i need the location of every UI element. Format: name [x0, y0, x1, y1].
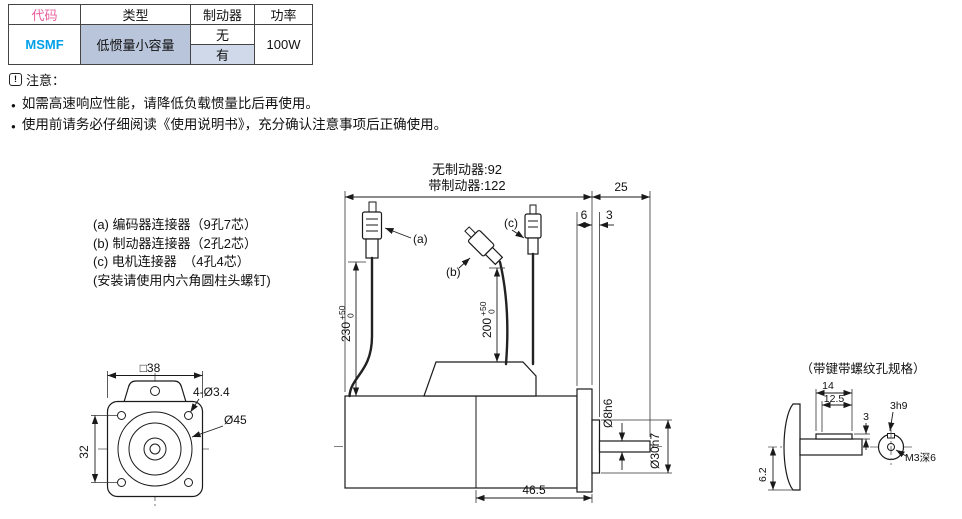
- dim-key-3: 3: [863, 411, 869, 423]
- dim-6-2: 6.2: [757, 467, 769, 482]
- legend-line-mount: (安装请使用内六角圆柱头螺钉): [93, 272, 271, 288]
- cable-c-tol-plus: +50: [478, 301, 488, 316]
- dim-cable-c-length: 200 +50 0: [478, 301, 497, 338]
- motor-connector-c: [524, 204, 542, 255]
- spec-table: 代码 类型 制动器 功率 MSMF 低惯量小容量 无 100W 有: [8, 4, 313, 65]
- cable-c-length: 200: [480, 318, 494, 338]
- end-bell: [783, 403, 801, 491]
- encoder-connector-a: [361, 201, 383, 259]
- connector-housing: [423, 361, 537, 397]
- bullet-icon: ●: [11, 101, 16, 110]
- col-header-power: 功率: [254, 4, 313, 25]
- col-header-type: 类型: [80, 4, 191, 25]
- cell-type: 低惯量小容量: [80, 24, 191, 65]
- dim-25: 25: [614, 180, 628, 194]
- front-view: □38 32 4-Ø3.4 Ø45: [77, 361, 247, 508]
- label-c: (c): [504, 216, 518, 230]
- length-no-brake: 无制动器:92: [431, 162, 503, 177]
- dim-bolt-holes: 4-Ø3.4: [193, 385, 230, 399]
- note-item: ● 如需高速响应性能，请降低负载惯量比后再使用。: [9, 94, 447, 115]
- bolt-hole: [184, 411, 193, 420]
- cell-power: 100W: [254, 24, 313, 65]
- tap-hole: [887, 443, 895, 451]
- flange-pilot: [591, 419, 601, 474]
- cable-a-tol-plus: +50: [337, 305, 347, 320]
- notes-title-text: 注意：: [26, 73, 66, 88]
- cable-b: [498, 260, 509, 366]
- connector-legend: (a) 编码器连接器（9孔7芯） (b) 制动器连接器（2孔2芯） (c) 电机…: [93, 216, 271, 290]
- notes-title: ! 注意：: [9, 70, 447, 89]
- dim-14: 14: [822, 380, 834, 392]
- shaft-center-circle: [149, 443, 161, 455]
- cell-brake-none: 无: [190, 24, 255, 45]
- cable-a: [348, 256, 374, 398]
- shaft-circle: [143, 437, 167, 461]
- dim-tap: M3深6: [905, 452, 936, 464]
- label-a: (a): [413, 232, 428, 246]
- dim-key-3h9: 3h9: [890, 400, 908, 412]
- boss-screw-hole: [150, 386, 160, 396]
- table-row: 有: [9, 44, 313, 65]
- shaft-key: [815, 433, 853, 440]
- legend-line-b: (b) 制动器连接器（2孔2芯）: [93, 235, 257, 251]
- pilot-circle: [128, 422, 182, 476]
- table-header-row: 代码 类型 制动器 功率: [8, 4, 313, 25]
- length-with-brake: 带制动器:122: [428, 178, 506, 193]
- note-item: ● 使用前请务必仔细阅读《使用说明书》，充分确认注意事项后正确使用。: [9, 115, 447, 136]
- dim-3: 3: [606, 208, 613, 222]
- dim-flange-circle: Ø45: [224, 413, 247, 427]
- dim-pilot-dia: Ø30h7: [648, 433, 662, 469]
- brake-connector-b: [464, 226, 504, 266]
- dim-square-38: □38: [140, 361, 161, 375]
- col-header-brake: 制动器: [190, 4, 255, 25]
- table-row: MSMF 低惯量小容量 无 100W: [8, 24, 313, 65]
- front-flange-square: [106, 400, 204, 498]
- cell-code: MSMF: [8, 24, 81, 65]
- dim-32: 32: [77, 445, 91, 459]
- legend-line-c: (c) 电机连接器 （4孔4芯）: [93, 254, 250, 269]
- motor-flange: [576, 388, 593, 493]
- label-b: (b): [446, 265, 461, 279]
- notes-list: ● 如需高速响应性能，请降低负载惯量比后再使用。 ● 使用前请务必仔细阅读《使用…: [9, 94, 447, 136]
- cable-a-tol-zero: 0: [346, 313, 356, 318]
- col-header-code: 代码: [8, 4, 81, 25]
- warning-icon: !: [9, 73, 22, 86]
- dim-6: 6: [581, 208, 588, 222]
- length-labels: 无制动器:92 带制动器:122: [392, 162, 542, 194]
- cell-brake-with: 有: [190, 44, 255, 65]
- shaft-detail-title: （带键带螺纹孔规格）: [800, 362, 926, 376]
- bolt-hole: [184, 478, 193, 487]
- shaft-side: [799, 438, 863, 456]
- side-view: (a) (b) (c) 25 6 3 230: [334, 180, 672, 503]
- note-item-text: 如需高速响应性能，请降低负载惯量比后再使用。: [21, 96, 319, 111]
- shaft-detail-view: 14 12.5 3 3h9 M3深6 6.2: [757, 380, 936, 491]
- notes-section: ! 注意： ● 如需高速响应性能，请降低负载惯量比后再使用。 ● 使用前请务必仔…: [9, 70, 447, 136]
- dim-12-5: 12.5: [824, 393, 845, 405]
- motor-body: [344, 395, 578, 489]
- dim-46-5: 46.5: [522, 483, 546, 497]
- flange-circle: [117, 411, 193, 487]
- bullet-icon: ●: [11, 122, 16, 131]
- dim-shaft-dia: Ø8h6: [601, 398, 615, 428]
- dim-cable-a-length: 230 +50 0: [337, 305, 356, 342]
- motor-shaft: [598, 440, 651, 453]
- note-item-text: 使用前请务必仔细阅读《使用说明书》，充分确认注意事项后正确使用。: [21, 117, 448, 132]
- cable-a-length: 230: [339, 322, 353, 342]
- legend-line-a: (a) 编码器连接器（9孔7芯）: [93, 217, 257, 232]
- cable-c-tol-zero: 0: [487, 309, 497, 314]
